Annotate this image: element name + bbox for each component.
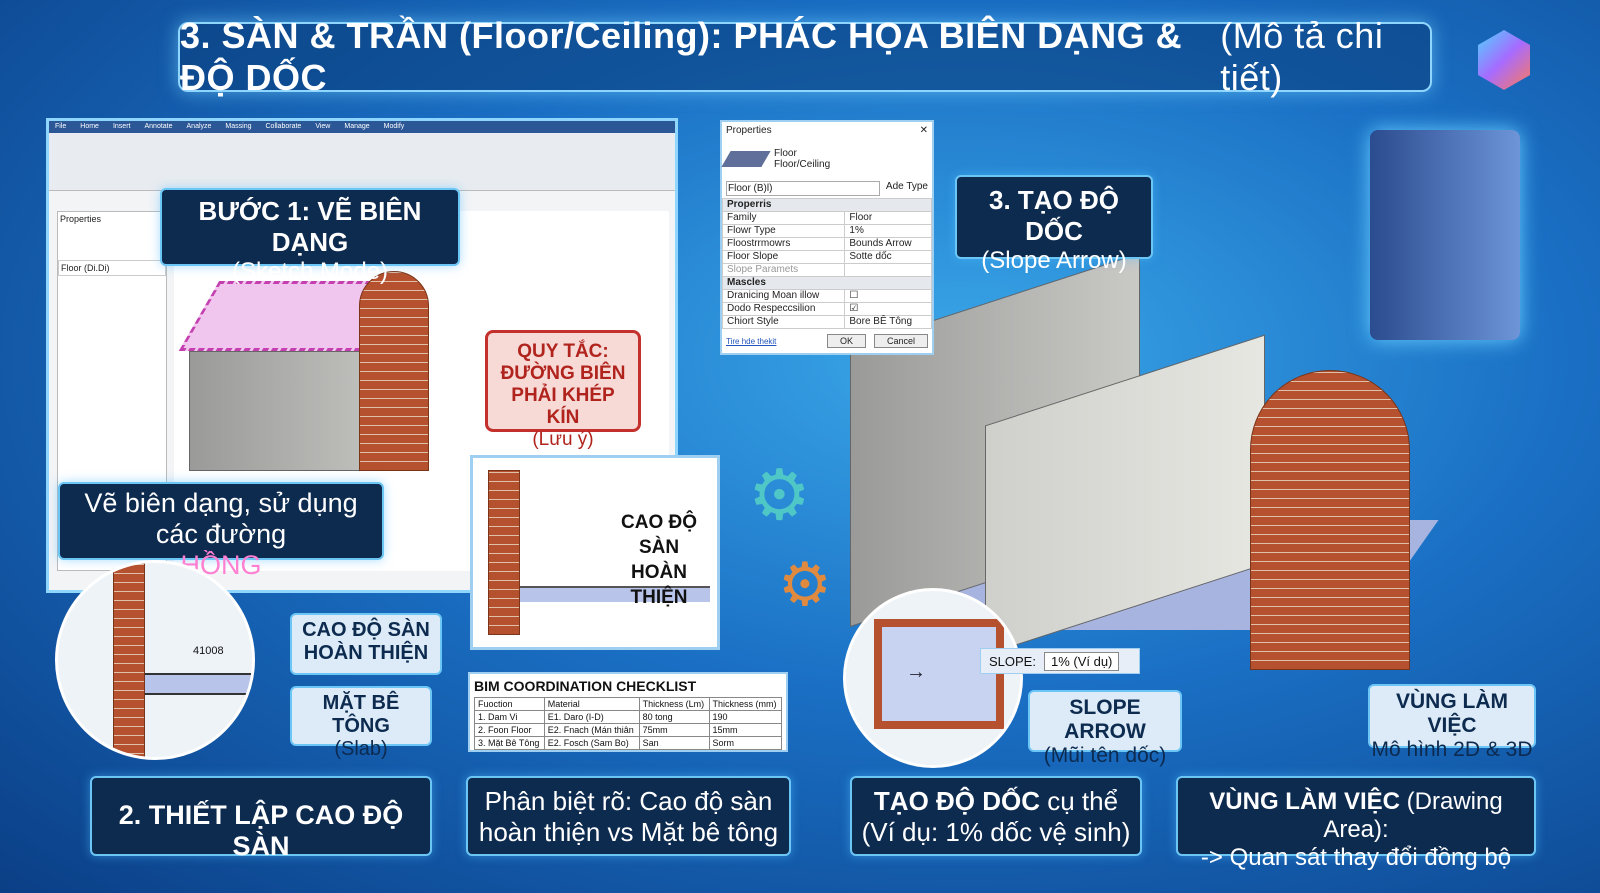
cancel-button[interactable]: Cancel bbox=[873, 334, 928, 348]
tab-home[interactable]: Home bbox=[80, 123, 99, 130]
floor-icon bbox=[721, 151, 771, 167]
curved-brick-wall bbox=[359, 271, 429, 471]
slope-field[interactable]: SLOPE:1% (Ví dụ) bbox=[980, 648, 1140, 674]
step3-callout: 3. TẠO ĐỘ DỐC(Slope Arrow) bbox=[955, 175, 1153, 274]
ribbon-tabs: File Home Insert Annotate Analyze Massing Coll… bbox=[49, 121, 675, 133]
tab-analyze[interactable]: Analyze bbox=[186, 123, 212, 130]
type-selector[interactable]: Floor (Di.Di) bbox=[58, 260, 166, 276]
ok-button[interactable]: OK bbox=[826, 334, 866, 348]
close-icon[interactable]: ✕ bbox=[919, 125, 928, 136]
bottom-work-area-note: VÙNG LÀM VIỆC (Drawing Area):-> Quan sát… bbox=[1176, 776, 1536, 871]
edit-type-button[interactable]: Ade Type bbox=[885, 181, 928, 192]
tab-annotate[interactable]: Annotate bbox=[144, 123, 173, 130]
ribbon bbox=[49, 133, 675, 191]
page-title: 3. SÀN & TRẦN (Floor/Ceiling): PHÁC HỌA … bbox=[178, 15, 1432, 98]
help-link[interactable]: Tire hde thekit bbox=[726, 336, 777, 346]
tab-manage[interactable]: Manage bbox=[344, 123, 370, 130]
gear-icon: ⚙ bbox=[748, 456, 811, 534]
checkbox-checked[interactable]: ☑ bbox=[844, 302, 932, 316]
type-selector[interactable]: Floor (B)l) bbox=[726, 181, 880, 196]
step1-callout: BƯỚC 1: VẼ BIÊN DẠNG(Sketch Mode) bbox=[160, 188, 460, 285]
server-icon bbox=[1370, 130, 1520, 340]
slab-callout: MẶT BÊ TÔNG(Slab) bbox=[290, 686, 432, 760]
tab-massing[interactable]: Massing bbox=[225, 123, 252, 130]
tab-insert[interactable]: Insert bbox=[112, 123, 131, 130]
cube-logo-icon bbox=[1478, 30, 1530, 90]
slab-detail-circle: 41008 bbox=[55, 560, 255, 760]
checkbox-unchecked[interactable]: ☐ bbox=[844, 289, 932, 303]
slope-detail-circle: → bbox=[843, 588, 1023, 768]
tab-collaborate[interactable]: Collaborate bbox=[265, 123, 302, 130]
tab-file[interactable]: File bbox=[55, 123, 67, 130]
tab-view[interactable]: View bbox=[315, 123, 331, 130]
bottom-step2: 2. THIẾT LẬP CAO ĐỘ SÀN bbox=[90, 776, 432, 861]
bottom-slope-note: TẠO ĐỘ DỐC cụ thể(Ví dụ: 1% dốc vệ sinh) bbox=[850, 776, 1142, 856]
slope-arrow-callout: SLOPE ARROW(Mũi tên dốc) bbox=[1028, 690, 1182, 767]
family-field[interactable]: Floor bbox=[844, 211, 932, 225]
curved-brick-wall bbox=[1250, 370, 1410, 670]
tab-modify[interactable]: Modify bbox=[383, 123, 405, 130]
gear-icon: ⚙ bbox=[778, 551, 832, 618]
slope-arrow-icon: → bbox=[906, 661, 926, 683]
